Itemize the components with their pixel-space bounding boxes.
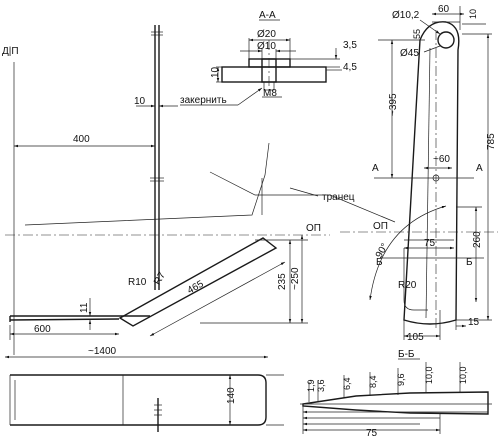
dim-r260: 260	[472, 231, 483, 248]
aa-10: 10	[210, 66, 221, 78]
bb-profile	[302, 391, 489, 415]
bb-96: 9,6	[396, 373, 406, 386]
label-zakernit: закернить	[180, 95, 227, 106]
plan-outline	[10, 374, 267, 426]
blade-front-view: А А Б Б R20 ОП 90° 60 Ø10,2 Ø45 55 10 ~3…	[340, 4, 498, 343]
bb-75: 75	[366, 428, 378, 438]
dim-r10: 10	[468, 9, 478, 19]
dim-r785: 785	[486, 133, 497, 150]
bb-19: 1,9	[306, 379, 316, 392]
bb-100a: 10,0	[424, 366, 434, 384]
bb-36: 3,6	[316, 379, 326, 392]
label-section-bb: Б-Б	[398, 349, 415, 360]
aa-45: 4,5	[343, 62, 357, 73]
dim-250: ~250	[290, 267, 301, 290]
label-dp: Д|П	[2, 46, 19, 57]
label-op-right: ОП	[373, 221, 388, 232]
dim-10-top: 10	[134, 96, 146, 107]
dim-r60: 60	[438, 4, 450, 15]
cut-a-left: А	[372, 163, 379, 174]
dim-r-d102: Ø10,2	[392, 10, 420, 21]
cut-b-right: Б	[466, 257, 473, 268]
aa-washer	[248, 58, 291, 68]
dim-235: 235	[277, 273, 288, 290]
section-bb: Б-Б 1,9 3,6 6,4 8,4 9,6 10,0 10,0 75	[300, 349, 492, 438]
label-op-left: ОП	[306, 223, 321, 234]
dim-r-d45: Ø45	[400, 48, 419, 59]
dim-465: 465	[186, 279, 206, 297]
aa-m8: М8	[263, 88, 277, 99]
dim-r15: 15	[468, 317, 480, 328]
dim-11: 11	[79, 302, 90, 313]
dim-r60b: ~60	[433, 154, 450, 165]
dim-r105: 105	[407, 332, 424, 343]
transom-outline	[24, 142, 270, 226]
cut-a-right: А	[476, 163, 483, 174]
dim-r75: 75	[424, 238, 436, 249]
plan-view: 140	[9, 374, 284, 432]
blade-slot	[403, 248, 428, 311]
bb-64: 6,4	[342, 377, 352, 390]
label-section-aa: А-А	[259, 10, 276, 21]
section-aa: А-А Ø20 Ø10 3,5 4,5 10 М8 закернить	[180, 10, 357, 106]
dim-r20: R20	[398, 280, 417, 291]
dim-600: 600	[34, 324, 51, 335]
aa-35: 3,5	[343, 40, 357, 51]
dim-400: 400	[73, 134, 90, 145]
dim-140: 140	[226, 387, 237, 404]
dim-r55: 55	[412, 29, 422, 39]
aa-d10: Ø10	[257, 41, 276, 52]
aa-plate	[221, 66, 327, 83]
main-side-view: Д|П ОП 10 400 транец R10 R7	[2, 25, 396, 359]
bb-84: 8,4	[368, 375, 378, 388]
dim-r395: ~395	[388, 93, 399, 116]
blade-top-hole	[437, 31, 455, 49]
label-tranets: транец	[322, 192, 355, 203]
dim-1400: ~1400	[88, 346, 117, 357]
aa-d20: Ø20	[257, 29, 276, 40]
blade-outline	[403, 21, 460, 325]
dim-r10: R10	[128, 277, 147, 288]
bb-100b: 10,0	[458, 366, 468, 384]
